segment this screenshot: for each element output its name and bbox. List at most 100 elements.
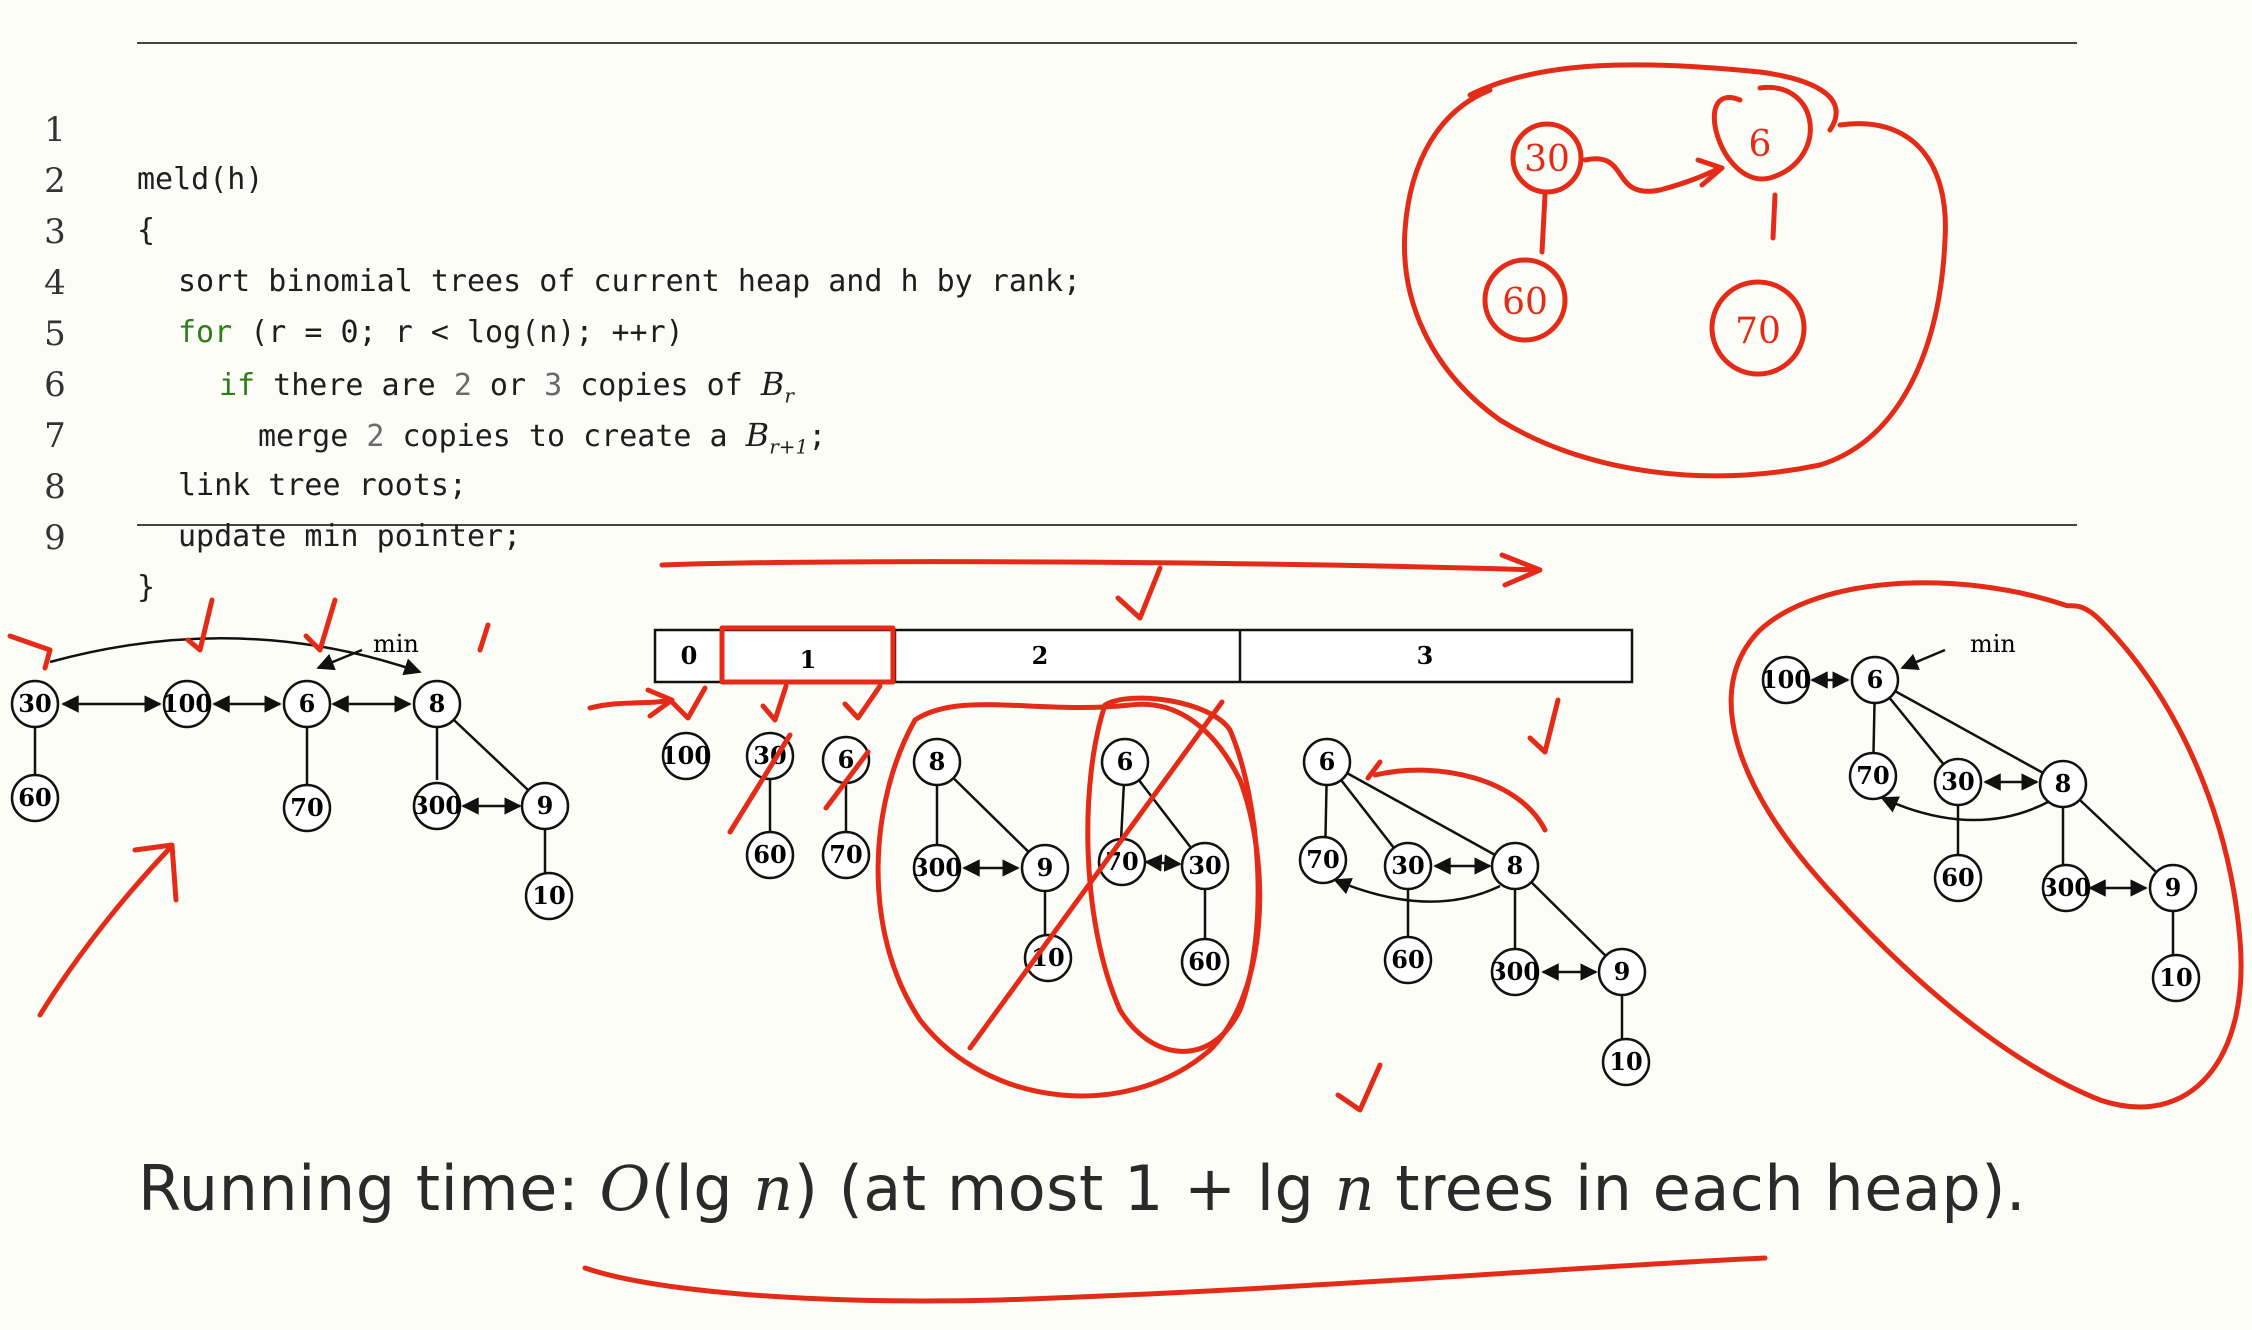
line-number: 5 [44, 314, 66, 354]
annotation-tick [760, 683, 789, 723]
annotation-node-70 [1709, 279, 1807, 377]
svg-text:9: 9 [1614, 957, 1631, 986]
svg-text:6: 6 [299, 689, 316, 718]
code-rest: copies of [562, 368, 761, 403]
rank-array [653, 628, 1634, 684]
tree-node: 100 [1761, 655, 1811, 705]
code-text: for (r = 0; r < log(n); ++r) [178, 308, 684, 358]
tree-node: 60 [745, 830, 795, 880]
svg-text:9: 9 [537, 791, 554, 820]
annotation-tick [587, 687, 675, 719]
code-rest: copies to create a [384, 419, 746, 454]
tree-node: 30 [1933, 757, 1983, 807]
running-time-text: ) [793, 1152, 819, 1225]
tree-node: 6 [821, 735, 871, 785]
keyword: for [178, 315, 233, 350]
annotation-tick [185, 597, 215, 653]
svg-text:70: 70 [1306, 845, 1339, 874]
line-number: 3 [44, 212, 66, 252]
code-text: } [137, 570, 156, 605]
annotation-strike-30 [727, 732, 793, 835]
tree-node: 10 [524, 871, 574, 921]
min-label: min [373, 630, 419, 658]
tree-node: 10 [1601, 1037, 1651, 1087]
code-line-1: 1 meld(h) [0, 55, 263, 197]
code-text: link tree roots; [178, 468, 467, 503]
annotation-pointer-arrow [37, 842, 179, 1018]
running-time: Running time: O(lg n) (at most 1 + lg n … [138, 1152, 2026, 1225]
keyword: if [219, 368, 256, 403]
code-text: meld(h) [137, 162, 264, 197]
code-line-9: 9 } [0, 463, 155, 605]
line-number: 4 [44, 263, 66, 303]
annotation-tick [1372, 767, 1548, 833]
code-line-6: 6 merge 2 copies to create a Br+1; [0, 310, 826, 458]
code-rest: ; [808, 419, 827, 454]
tree-node: 300 [2041, 863, 2091, 913]
number: 2 [453, 368, 472, 403]
number: 2 [366, 419, 385, 454]
tree-node: 30 [10, 679, 60, 729]
annotation-tick [667, 685, 708, 721]
annotation-tick [303, 597, 338, 653]
code-bottom-rule [137, 524, 2077, 526]
running-time-text: (at most 1 + lg [818, 1152, 1335, 1225]
rank-cell-3: 3 [1417, 641, 1434, 670]
code-line-7: 7 link tree roots; [0, 361, 467, 503]
svg-text:9: 9 [1037, 853, 1054, 882]
annotation-label: 30 [1524, 139, 1570, 180]
annotation-underline [582, 1255, 1768, 1304]
handwritten-annotations [7, 62, 2244, 1304]
svg-text:30: 30 [1941, 767, 1974, 796]
tree-node: 70 [282, 783, 332, 833]
tree-node: 8 [412, 679, 462, 729]
svg-text:30: 30 [1391, 851, 1424, 880]
annotation-label: 6 [1749, 124, 1772, 165]
line-number: 8 [44, 467, 66, 507]
annotation-labels: 30 6 60 70 [1502, 124, 1781, 352]
code-line-2: 2 { [0, 106, 155, 248]
tree-node: 300 [912, 843, 962, 893]
code-rest: or [471, 368, 545, 403]
svg-text:8: 8 [929, 747, 946, 776]
math-base: B [745, 416, 770, 454]
tree-node: 60 [1180, 937, 1230, 987]
annotation-tick [1365, 759, 1383, 781]
tree-node: 9 [1020, 843, 1070, 893]
tree-node: 70 [821, 830, 871, 880]
annotation-node-60 [1482, 257, 1568, 343]
svg-text:6: 6 [1867, 665, 1884, 694]
big-o: O [599, 1152, 651, 1225]
svg-text:6: 6 [1319, 747, 1336, 776]
annotation-rank1-box [719, 625, 896, 685]
annotation-tick [7, 633, 53, 671]
code-text: { [137, 213, 156, 248]
svg-text:8: 8 [2055, 769, 2072, 798]
code-top-rule [137, 42, 2077, 44]
annotation-array-arrow [659, 552, 1543, 588]
svg-text:300: 300 [412, 791, 462, 820]
tree-node: 60 [1933, 853, 1983, 903]
code-line-5: 5 if there are 2 or 3 copies of Br [0, 259, 794, 407]
annotation-strike-6 [823, 749, 871, 811]
annotation-label: 60 [1502, 282, 1548, 323]
math-subscript: r [784, 383, 794, 408]
tree-node: 9 [2148, 863, 2198, 913]
svg-text:300: 300 [1490, 957, 1540, 986]
math-symbol: Br [761, 365, 794, 407]
running-time-text: (lg [650, 1152, 754, 1225]
tree-node: 8 [912, 737, 962, 787]
code-rest: merge [258, 419, 367, 454]
tree-node: 60 [1383, 935, 1433, 985]
svg-text:10: 10 [1609, 1047, 1642, 1076]
tree-node: 70 [1298, 835, 1348, 885]
code-line-4: 4 for (r = 0; r < log(n); ++r) [0, 208, 684, 350]
svg-text:6: 6 [1117, 747, 1134, 776]
rank-cell-2: 2 [1032, 641, 1049, 670]
min-label: min [1970, 630, 2016, 658]
number: 3 [544, 368, 563, 403]
bucket-tree-nodes: 100 30 60 6 70 8 300 9 10 6 70 30 60 [661, 731, 1230, 987]
annotation-tick [477, 622, 491, 653]
svg-text:70: 70 [290, 793, 323, 822]
